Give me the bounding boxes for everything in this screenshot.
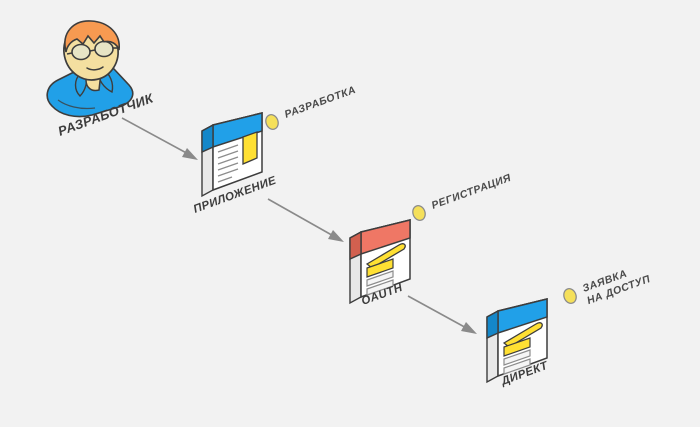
step-registration-dot (412, 205, 426, 221)
oauth-field-1 (366, 270, 394, 287)
oauth-field-2 (366, 279, 394, 296)
step-access-request-dot (563, 288, 577, 304)
application-accent-block (242, 131, 258, 165)
avatar-glasses (66, 40, 118, 61)
oauth-header-edge (349, 230, 362, 261)
direct-pointer-shape (502, 322, 543, 348)
arrow-oauth-to-direct (407, 295, 477, 334)
application-text-lines (217, 144, 239, 183)
direct-header-edge (486, 309, 499, 340)
direct-field-1 (503, 349, 531, 366)
avatar-mouth (86, 66, 104, 71)
direct-field-2 (503, 358, 531, 375)
developer-avatar (46, 20, 134, 118)
avatar-shirt-crease (57, 99, 96, 110)
arrow-application-to-oauth (267, 198, 344, 242)
node-oauth[interactable] (349, 219, 411, 305)
arrow-dev-to-application (121, 117, 198, 160)
node-direct[interactable] (486, 298, 548, 384)
direct-accent-bar (503, 337, 531, 357)
avatar-hair (64, 20, 120, 53)
node-application[interactable] (201, 112, 263, 198)
oauth-accent-bar (366, 258, 394, 278)
oauth-pointer-shape (365, 243, 406, 269)
application-header-edge (201, 123, 214, 154)
step-development-dot (265, 114, 279, 130)
